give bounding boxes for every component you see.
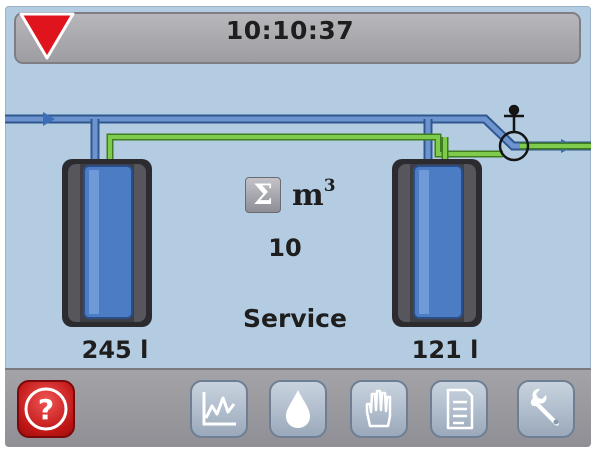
right-tank-level: 121 l: [411, 336, 479, 364]
water-button[interactable]: [269, 380, 327, 438]
bottom-toolbar: ?: [5, 368, 591, 447]
status-header: [14, 12, 581, 64]
left-tank-level: 245 l: [81, 336, 149, 364]
flow-arrow-left: [43, 112, 55, 126]
process-diagram: [5, 104, 591, 327]
control-panel-screen: 10:10:37: [5, 6, 591, 447]
valve-icon: [498, 104, 530, 162]
water-drop-icon: [286, 390, 310, 428]
operating-mode: Service: [243, 304, 347, 333]
green-line: [106, 133, 591, 166]
tank-risers: [90, 119, 433, 166]
sum-icon: Σ: [245, 177, 281, 213]
help-button[interactable]: ?: [17, 380, 75, 438]
hand-icon: [365, 389, 392, 428]
document-icon: [446, 388, 474, 430]
help-icon: ?: [24, 387, 68, 431]
svg-text:?: ?: [38, 393, 54, 426]
settings-button[interactable]: [517, 380, 575, 438]
wrench-icon: [530, 388, 559, 426]
trend-button[interactable]: [190, 380, 248, 438]
left-tank: [62, 159, 152, 327]
clock-time: 10:10:37: [225, 16, 355, 45]
total-volume-value: 10: [268, 234, 302, 262]
manual-button[interactable]: [350, 380, 408, 438]
volume-unit: m3: [292, 176, 336, 213]
document-button[interactable]: [430, 380, 488, 438]
alarm-triangle-icon[interactable]: [19, 12, 75, 62]
right-tank: [392, 159, 482, 327]
trend-chart-icon: [202, 392, 236, 426]
